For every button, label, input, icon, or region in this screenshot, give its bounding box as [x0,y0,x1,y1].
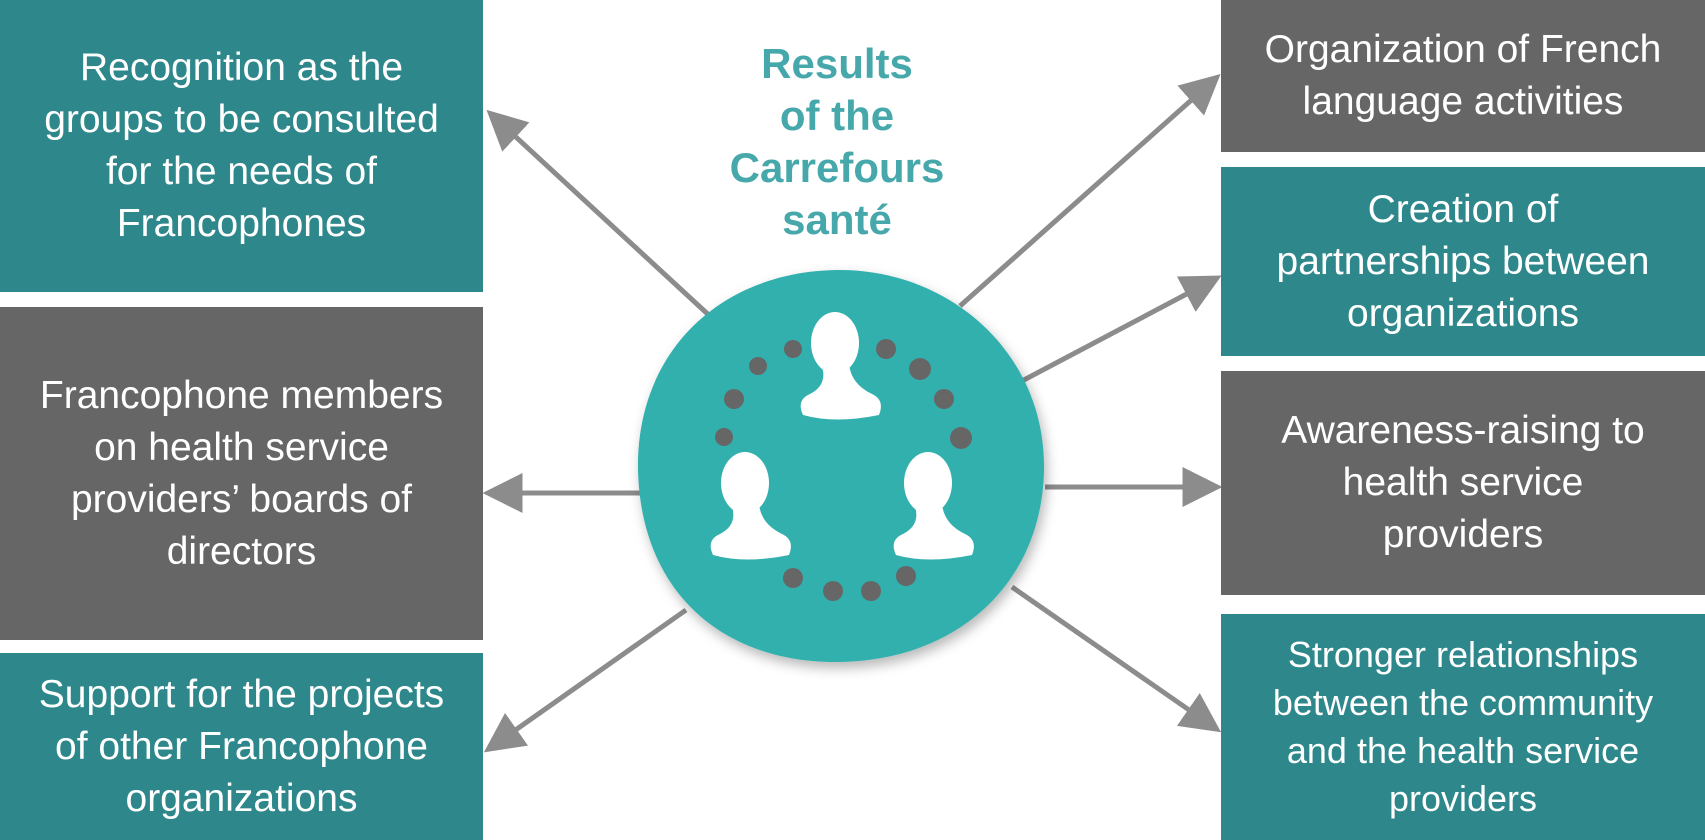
center-title-line-4: santé [782,196,892,243]
text-line: providers [1382,513,1544,556]
center-title-line-2: of the [779,92,895,139]
center-circle [637,269,1045,662]
arrow-to-support-projects [483,607,688,753]
text-line: and the health service [1286,730,1640,771]
text-line: directors [166,529,317,573]
text-line: for the needs of [105,150,377,193]
text-line: Francophones [116,202,367,245]
text-line: of other Francophone [55,724,428,768]
arrow-to-partnerships [1020,275,1222,384]
text-line: between the community [1272,682,1654,723]
result-box-french-activities: Organization of French language activiti… [1221,0,1705,152]
text-line: language activities [1302,80,1624,123]
arrow-to-relationships [1010,584,1222,733]
result-box-text: Francophone members on health service pr… [40,370,443,578]
result-box-partnerships: Creation of partnerships between organiz… [1221,167,1705,356]
result-box-recognition: Recognition as the groups to be consulte… [0,0,483,292]
result-box-text: Stronger relationships between the commu… [1273,631,1653,823]
result-box-text: Support for the projects of other Franco… [39,669,444,825]
result-box-text: Organization of French language activiti… [1265,24,1662,128]
center-title-line-3: Carrefours [729,144,945,191]
center-title-line-1: Results [761,40,913,87]
person-icon-left [710,452,791,560]
group-of-people-icon [710,312,974,560]
text-line: on health service [94,425,389,469]
text-line: groups to be consulted [44,98,439,141]
result-box-relationships: Stronger relationships between the commu… [1221,614,1705,840]
text-line: Recognition as the [79,46,404,89]
result-box-text: Awareness-raising to health service prov… [1281,405,1644,561]
result-box-support-projects: Support for the projects of other Franco… [0,653,483,840]
person-icon-top [800,312,881,420]
text-line: Stronger relationships [1287,634,1639,675]
text-line: Creation of [1367,187,1559,231]
text-line: organizations [125,776,358,820]
text-line: Organization of French [1264,28,1662,71]
text-line: providers [1388,778,1538,819]
person-icon-right [893,452,974,560]
arrow-to-french-activities [958,74,1221,308]
center-title: Results of the Carrefours santé [672,38,1002,246]
text-line: Awareness-raising to [1281,409,1645,452]
text-line: providers’ boards of [70,477,413,521]
text-line: Francophone members [39,373,444,417]
dots-ring [715,339,972,601]
text-line: health service [1342,461,1584,504]
text-line: partnerships between [1276,239,1650,283]
text-line: organizations [1347,291,1579,335]
text-line: Support for the projects [38,672,445,716]
result-box-board-members: Francophone members on health service pr… [0,307,483,640]
arrow-to-recognition [486,109,714,320]
result-box-text: Recognition as the groups to be consulte… [44,42,439,250]
result-box-text: Creation of partnerships between organiz… [1277,184,1650,340]
result-box-awareness: Awareness-raising to health service prov… [1221,371,1705,595]
